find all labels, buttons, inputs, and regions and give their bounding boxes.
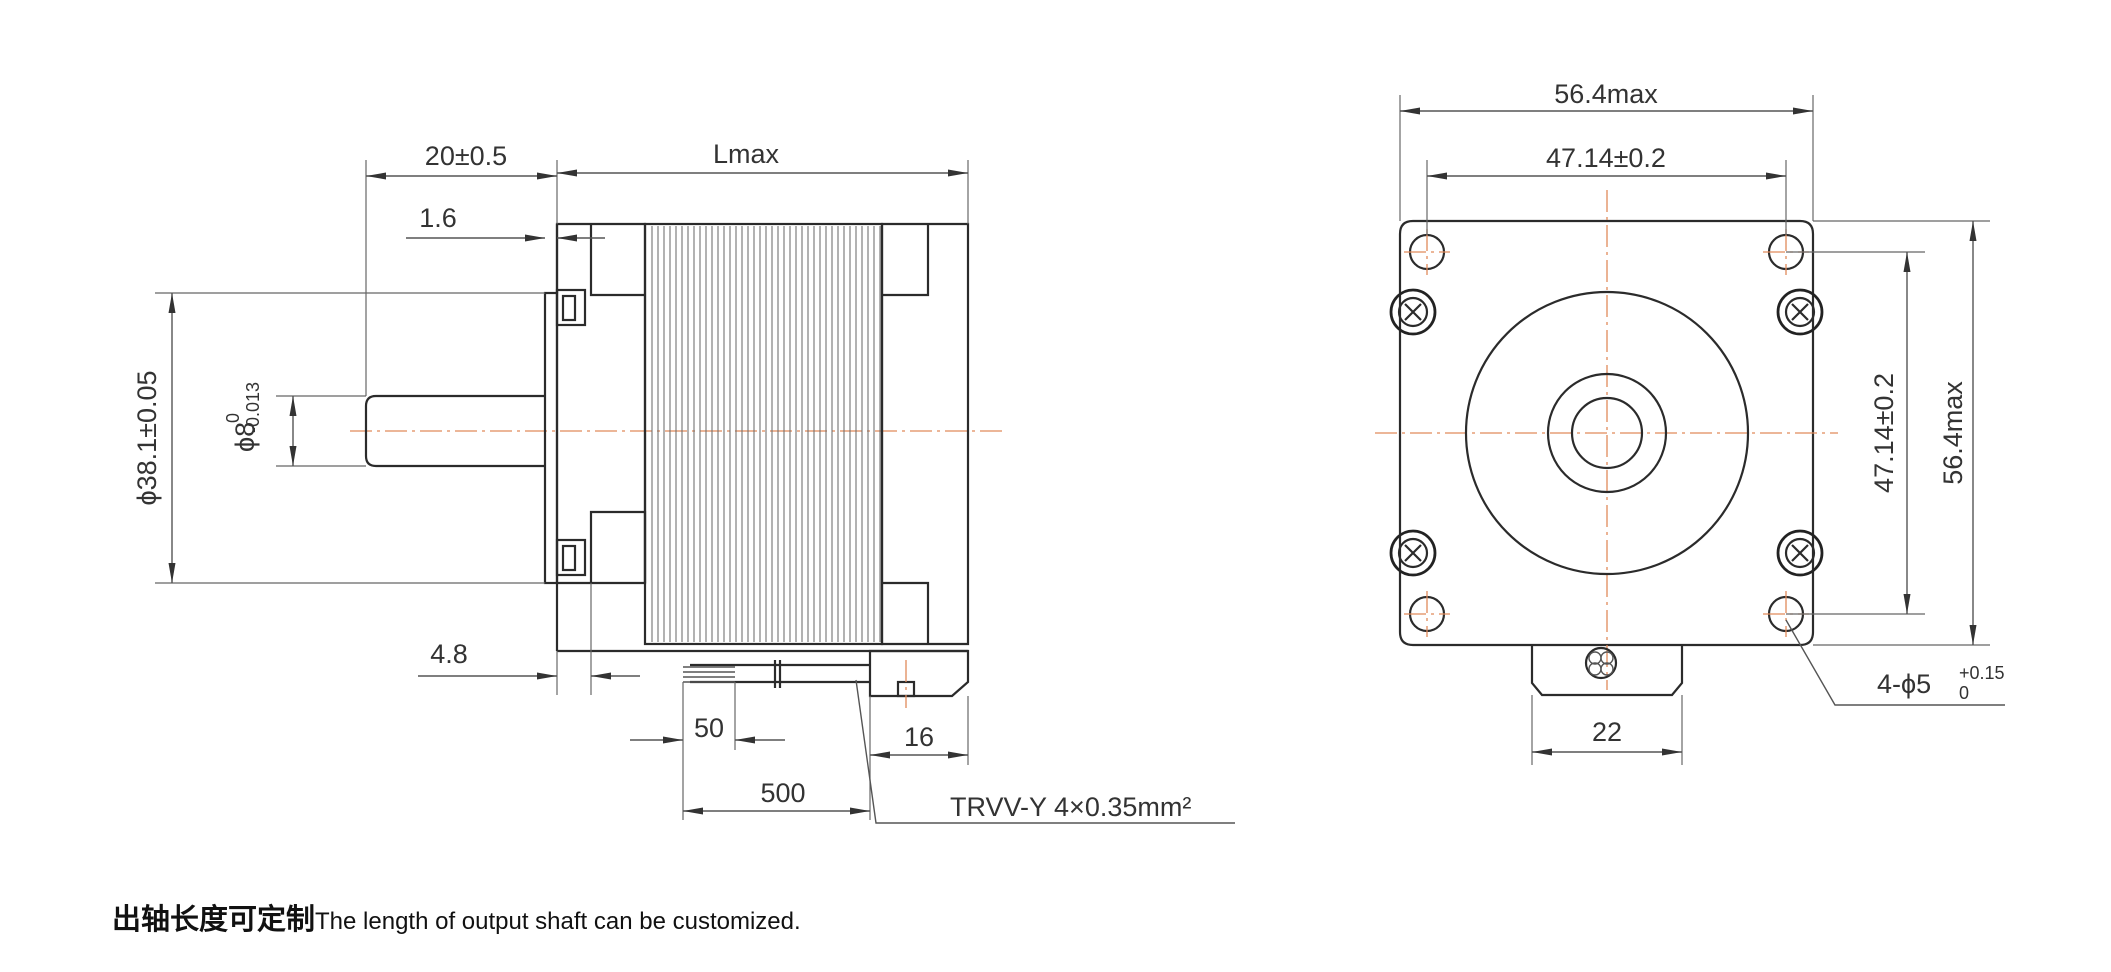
footnote-english: The length of output shaft can be custom… [315,908,801,935]
front-cap [555,222,647,585]
dim-front-cap: 4.8 [430,639,468,669]
shaft-circle [1570,396,1644,470]
front-view: 56.4max 47.14±0.2 47.14±0.2 56.4max 22 4… [1375,79,2005,765]
dim-hole-spacing-vertical: 47.14±0.2 [1869,373,1899,493]
dim-lead-length: 500 [760,778,805,808]
side-view: 20±0.5 Lmax 1.6 ϕ38.1±0.05 ϕ8 0 -0.013 4… [132,139,1235,824]
dim-flange-thickness: 1.6 [419,203,457,233]
output-shaft [364,394,545,468]
dim-connector: 16 [904,722,934,752]
cable-spec: TRVV-Y 4×0.35mm² [950,792,1191,822]
stator-laminations [643,222,884,646]
dim-body-length: Lmax [713,139,780,169]
front-connector [1530,645,1684,697]
dim-boss-diameter: ϕ38.1±0.05 [132,370,162,505]
bearing-circle [1546,372,1668,494]
lead-connector [868,649,970,698]
footnote: 出轴长度可定制The length of output shaft can be… [112,896,801,938]
hole-spec-tol-lower: 0 [1959,683,1969,703]
footnote-chinese: 出轴长度可定制 [112,902,316,936]
dim-lead-strip: 50 [694,713,724,743]
dim-connector-width: 22 [1592,717,1622,747]
assembly-screws [1389,288,1824,577]
dim-hole-spacing-horizontal: 47.14±0.2 [1546,143,1666,173]
lamination-lines [651,226,881,642]
wire-ends [683,666,735,683]
front-flange [543,291,559,585]
dim-shaft-tol-lower: -0.013 [243,382,263,433]
dim-shaft-diameter: ϕ8 [230,422,260,452]
hole-spec-tol-upper: +0.15 [1959,663,2005,683]
dim-face-width: 56.4max [1554,79,1658,109]
dim-shaft-length: 20±0.5 [425,141,507,171]
dim-shaft-tol-upper: 0 [223,413,243,423]
boss-circle [1464,290,1750,576]
dim-face-height: 56.4max [1938,381,1968,485]
rear-cap [880,222,970,646]
hole-spec: 4-ϕ5 [1877,669,1931,699]
